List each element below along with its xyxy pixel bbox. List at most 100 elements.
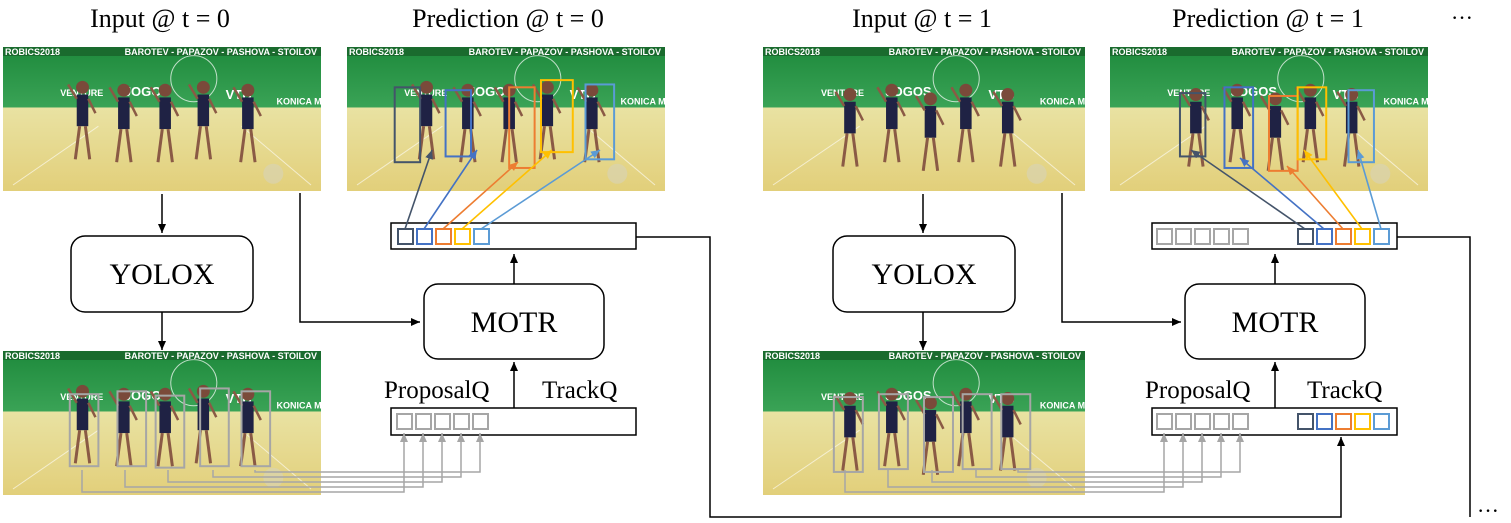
banner-text: BAROTEV - PAPAZOV - PASHOVA - STOILOV (125, 47, 317, 57)
proposal-connector-0 (81, 433, 408, 493)
prediction-arrow-3 (461, 149, 553, 230)
trackq-label-t0: TrackQ (542, 377, 617, 404)
bounding-box (154, 394, 186, 469)
proposalq-label-t1: ProposalQ (1145, 377, 1251, 404)
prediction-arrow-2 (1286, 165, 1344, 230)
arrow-to-future-frames (1397, 236, 1471, 517)
continuation-dots-bottom: ··· (1477, 498, 1499, 523)
proposal-query-4 (1232, 413, 1249, 430)
output-query-3 (454, 228, 471, 245)
detection-image-t0: BAROTEV - PAPAZOV - PASHOVA - STOILOVROB… (3, 351, 354, 495)
athlete (117, 83, 131, 97)
bounding-box (199, 387, 230, 468)
prediction-arrow-0 (1190, 149, 1306, 230)
trackq-label-t1: TrackQ (1307, 377, 1382, 404)
proposal-connector-1 (887, 433, 1187, 488)
bounding-box (393, 86, 422, 164)
prediction-arrows-t0 (404, 149, 601, 230)
proposal-query-4 (472, 413, 489, 430)
proposal-connector-3 (212, 433, 465, 478)
proposal-connector-3 (975, 433, 1225, 478)
proposal-query-0 (1156, 413, 1173, 430)
event-text: ROBICS2018 (1112, 47, 1167, 57)
banner-text: BAROTEV - PAPAZOV - PASHOVA - STOILOV (1232, 47, 1424, 57)
sponsor-text: KONICA MINOLTA (1040, 97, 1118, 107)
sponsor-text: KONICA MINOLTA (620, 97, 698, 107)
athlete (1001, 88, 1015, 101)
athlete (923, 92, 937, 106)
prediction-arrow-2 (442, 161, 519, 230)
bounding-box (877, 393, 909, 471)
banner-text: BAROTEV - PAPAZOV - PASHOVA - STOILOV (469, 47, 661, 57)
athlete (1001, 392, 1015, 405)
yolox-label-t0: YOLOX (110, 258, 215, 291)
globe-logo (170, 55, 218, 103)
yolox-label-t1: YOLOX (872, 258, 977, 291)
prediction-arrow-1 (1239, 157, 1325, 230)
athlete (923, 396, 937, 410)
athlete (843, 88, 857, 101)
athlete (117, 387, 131, 401)
arrow-trackq-to-next-frame (636, 236, 1345, 518)
bounding-box (444, 89, 473, 158)
output-query-4 (1373, 228, 1390, 245)
bounding-box (508, 86, 536, 169)
input-title-t1: Input @ t = 1 (852, 4, 992, 33)
athlete (959, 83, 973, 97)
proposal-connector-2 (167, 433, 446, 483)
proposal-connector-2 (931, 433, 1206, 483)
continuation-dots-top: ··· (1451, 5, 1473, 30)
athlete (1189, 88, 1203, 101)
athlete (1268, 92, 1282, 106)
output-queries-t0 (397, 228, 490, 245)
output-empty-query-1 (1175, 228, 1192, 245)
output-query-2 (1335, 228, 1352, 245)
banner-text: BAROTEV - PAPAZOV - PASHOVA - STOILOV (889, 47, 1081, 57)
athlete (540, 80, 554, 94)
track-query-0 (1297, 413, 1314, 430)
sponsor-text: VENTURE (821, 88, 864, 98)
event-text: ROBICS2018 (349, 47, 404, 57)
proposal-connector-4 (1017, 433, 1244, 473)
output-query-1 (416, 228, 433, 245)
athlete (241, 387, 255, 401)
bounding-box (116, 390, 148, 468)
athlete (196, 384, 210, 398)
bounding-box (240, 390, 272, 468)
proposal-queries-t1 (1156, 413, 1249, 430)
proposal-query-3 (453, 413, 470, 430)
sponsor-text: KONICA MINOLTA (1040, 401, 1118, 411)
output-empty-query-2 (1194, 228, 1211, 245)
output-query-4 (473, 228, 490, 245)
sponsor-text: JOGOS (124, 84, 171, 99)
input-image-t0: BAROTEV - PAPAZOV - PASHOVA - STOILOVROB… (3, 47, 354, 191)
proposal-query-0 (396, 413, 413, 430)
event-text: ROBICS2018 (765, 47, 820, 57)
athlete (241, 83, 255, 97)
bounding-box (584, 83, 616, 161)
prediction-title-t1: Prediction @ t = 1 (1172, 4, 1364, 33)
input-image-t1: BAROTEV - PAPAZOV - PASHOVA - STOILOV ROB… (763, 47, 1118, 191)
prediction-arrow-1 (423, 149, 478, 230)
globe-logo (170, 359, 218, 407)
output-query-0 (397, 228, 414, 245)
athlete (843, 392, 857, 405)
track-query-3 (1354, 413, 1371, 430)
athlete (158, 83, 172, 97)
sponsor-text: KONICA MINOLTA (276, 401, 354, 411)
prediction-image-t1: BAROTEV - PAPAZOV - PASHOVA - STOILOV ROB… (1110, 47, 1461, 191)
globe-logo (1277, 55, 1325, 103)
athlete (1303, 83, 1317, 97)
bounding-box (539, 79, 574, 154)
arrow-input-to-motr-t1 (1061, 193, 1181, 326)
bounding-box (961, 393, 993, 471)
proposal-query-2 (434, 413, 451, 430)
banner-text: BAROTEV - PAPAZOV - PASHOVA - STOILOV (889, 351, 1081, 361)
sponsor-text: JOGOS (468, 84, 515, 99)
proposal-connectors-t0 (81, 433, 484, 493)
proposalq-label-t0: ProposalQ (384, 377, 490, 404)
detection-image-t1: BAROTEV - PAPAZOV - PASHOVA - STOILOVROB… (763, 351, 1118, 495)
arrow-input-to-motr-t0 (299, 193, 420, 326)
track-queries-t1 (1297, 413, 1390, 430)
